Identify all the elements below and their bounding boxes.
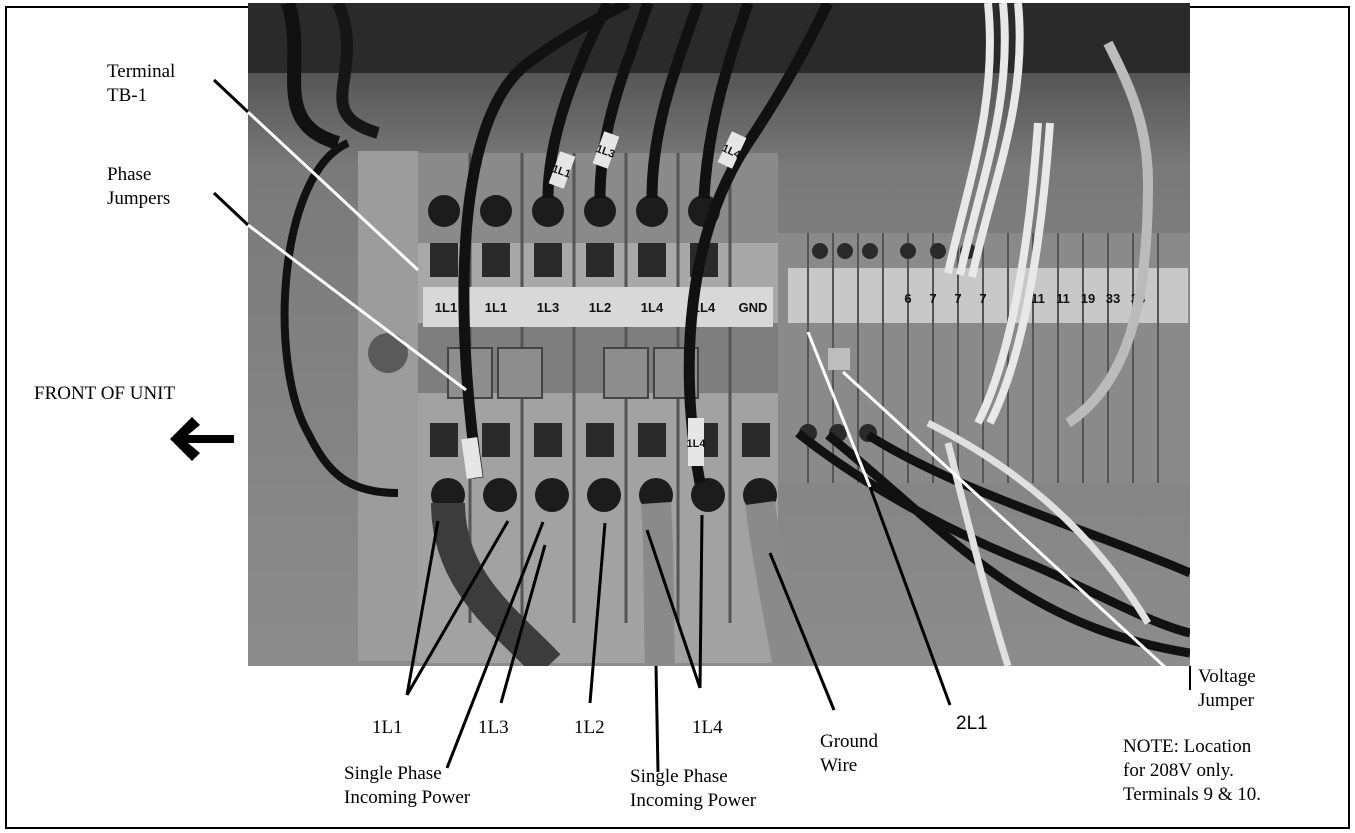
tag-upper-6: 1L4 bbox=[693, 300, 716, 315]
leader-1l3 bbox=[499, 544, 547, 704]
tag-upper-7: GND bbox=[739, 300, 768, 315]
right-tag-6: 11 bbox=[1056, 291, 1070, 306]
label-1l3: 1L3 bbox=[478, 717, 509, 738]
front-of-unit-label: FRONT OF UNIT bbox=[34, 383, 176, 404]
tag-upper-2: 1L1 bbox=[485, 300, 507, 315]
tag-upper-1: 1L1 bbox=[435, 300, 457, 315]
label-2l1: 2L1 bbox=[956, 713, 988, 734]
right-tag-5: 11 bbox=[1031, 291, 1045, 306]
leader-2l1-upper bbox=[806, 331, 872, 488]
leader-1l1-b bbox=[405, 520, 510, 696]
leader-ground-wire bbox=[768, 552, 836, 711]
right-tag-8: 33 bbox=[1106, 291, 1120, 306]
leader-2l1 bbox=[868, 486, 952, 706]
right-tag-7: 19 bbox=[1081, 291, 1095, 306]
left-arrow-icon bbox=[170, 417, 234, 461]
leader-1l1-a bbox=[405, 520, 440, 696]
label-1l1: 1L1 bbox=[372, 717, 403, 738]
photo-illustration: 1L1 1L1 1L3 1L2 1L4 1L4 GND bbox=[248, 3, 1190, 666]
right-tag-1: 6 bbox=[904, 291, 911, 306]
leader-single-phase-right bbox=[654, 665, 660, 773]
label-1l2: 1L2 bbox=[574, 717, 605, 738]
wire-tag-low: 1L4 bbox=[687, 438, 707, 450]
leader-terminal bbox=[246, 110, 420, 272]
tag-upper-5: 1L4 bbox=[641, 300, 664, 315]
leader-1l4-a bbox=[645, 529, 702, 689]
leader-single-phase-left bbox=[445, 521, 545, 769]
right-tag-2: 7 bbox=[929, 291, 936, 306]
leader-phase-jumpers bbox=[247, 223, 467, 392]
right-tag-4: 7 bbox=[979, 291, 986, 306]
leader-1l4-b bbox=[698, 514, 704, 689]
right-tag-3: 7 bbox=[954, 291, 961, 306]
label-1l4: 1L4 bbox=[692, 717, 723, 738]
tag-upper-3: 1L3 bbox=[537, 300, 559, 315]
leader-1l2 bbox=[588, 522, 607, 704]
leader-voltage-jumper bbox=[841, 370, 1192, 692]
terminal-block-photo: 1L1 1L1 1L3 1L2 1L4 1L4 GND bbox=[248, 3, 1190, 666]
tag-upper-4: 1L2 bbox=[589, 300, 611, 315]
